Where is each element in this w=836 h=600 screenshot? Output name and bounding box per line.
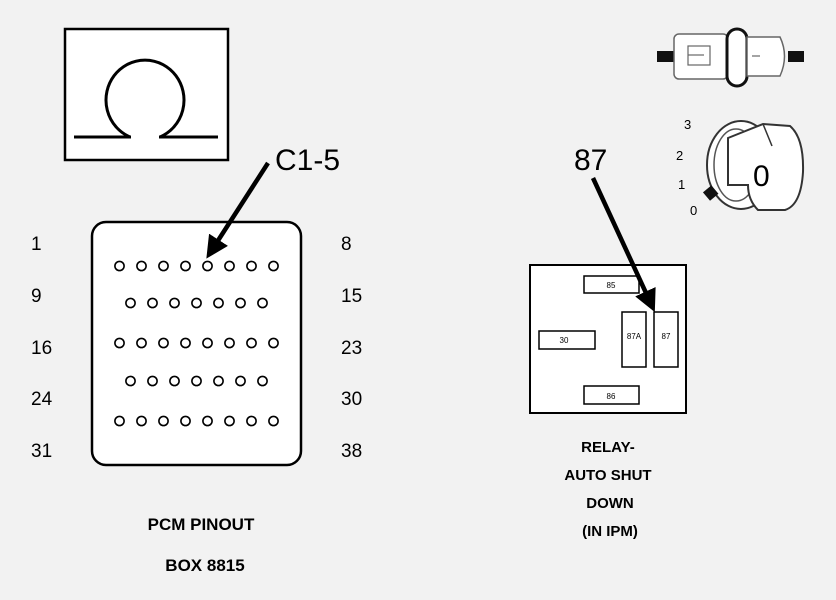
pcm-row-start-label: 16 [31,338,52,359]
pcm-row-end-label: 23 [341,338,362,359]
pcm-pin [268,260,279,272]
relay-terminal-30 [538,330,596,350]
pcm-caption-line1: PCM PINOUT [148,515,255,534]
relay-caption-line1: RELAY- [581,439,635,456]
pcm-pin-grid [114,260,279,427]
pcm-pin [224,415,235,427]
relay-caption-line2: AUTO SHUT [564,467,651,484]
relay-terminal-85 [583,275,640,294]
pcm-pin [246,337,257,349]
pcm-row-start-label: 24 [31,389,53,410]
pcm-pin [213,375,224,387]
pcm-pin [257,297,268,309]
pcm-row-end-label: 30 [341,389,362,410]
pcm-row-start-label: 9 [31,286,42,307]
relay-terminal-callout: 87 [574,144,607,177]
ignition-position-0: 0 [690,203,697,218]
pcm-row-end-label: 15 [341,286,362,307]
pcm-pin [114,260,125,272]
pcm-pin [213,297,224,309]
ohm-symbol-icon [63,27,230,162]
pcm-pin [224,260,235,272]
pcm-pin [136,260,147,272]
ignition-position-1: 1 [678,177,685,192]
pcm-pin [202,260,213,272]
pcm-pin [114,337,125,349]
relay-terminal-85-label: 85 [607,281,616,290]
pcm-row-end-label: 38 [341,441,362,462]
pcm-pin [268,415,279,427]
pcm-pin [246,415,257,427]
pcm-pin [158,415,169,427]
ignition-switch-icon: 3 2 1 0 0 [676,117,805,218]
pcm-pin [257,375,268,387]
pcm-pin [191,297,202,309]
pcm-pin [147,297,158,309]
pcm-pin [125,297,136,309]
pcm-pin [158,337,169,349]
pcm-pin [125,375,136,387]
pcm-pin [169,297,180,309]
pcm-caption-line2: BOX 8815 [165,556,244,575]
ignition-position-3: 3 [684,117,691,132]
relay-terminal-87a [621,311,647,368]
pcm-row-start-label: 31 [31,441,52,462]
pcm-pin [246,260,257,272]
connector-icon [657,27,804,88]
relay-terminal-87-label: 87 [662,332,671,341]
pcm-pin [235,297,246,309]
relay-terminal-87 [653,311,679,368]
pcm-callout-arrow [206,161,270,259]
relay-terminal-30-label: 30 [560,336,569,345]
pcm-pin [158,260,169,272]
relay-callout-arrow [590,177,656,313]
pcm-pin [136,337,147,349]
pcm-row-start-label: 1 [31,234,42,255]
pcm-pin [136,415,147,427]
pcm-pin [180,260,191,272]
pcm-pin [268,337,279,349]
pcm-pin [169,375,180,387]
ignition-position-2: 2 [676,148,683,163]
pcm-connector [90,220,303,467]
pcm-pin [147,375,158,387]
relay-terminal-86 [583,385,640,405]
pcm-row-end-label: 8 [341,234,352,255]
pcm-pin [191,375,202,387]
relay-caption-line4: (IN IPM) [582,523,638,540]
relay-caption-line3: DOWN [586,495,634,512]
pcm-pin [202,415,213,427]
pcm-pin [180,337,191,349]
pcm-pin [114,415,125,427]
relay-diagram: 85 30 87A 87 86 [529,264,687,414]
ignition-current-position: 0 [753,160,770,193]
pcm-pin [180,415,191,427]
pcm-pin [224,337,235,349]
pcm-pin [235,375,246,387]
relay-terminal-87a-label: 87A [627,332,642,341]
pcm-pin [202,337,213,349]
pcm-pin-callout: C1-5 [275,144,340,177]
relay-terminal-86-label: 86 [607,392,616,401]
